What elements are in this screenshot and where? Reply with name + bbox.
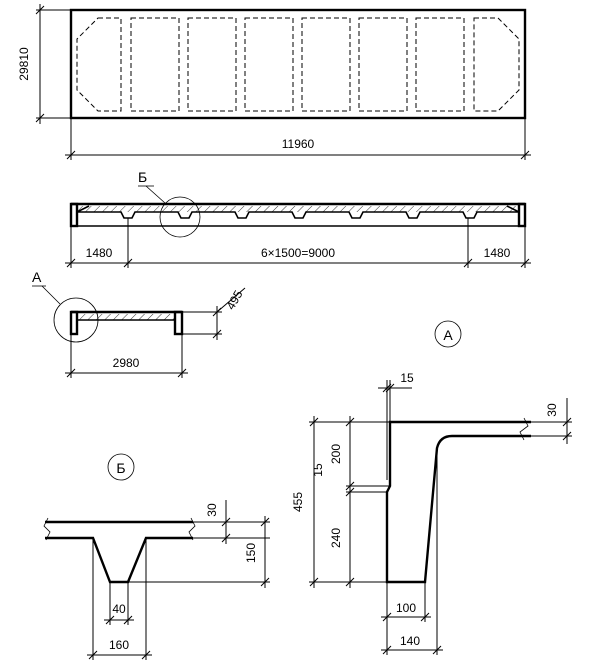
detail-b-rib-top-label: 160 bbox=[109, 638, 129, 652]
detail-a-top-label: 15 bbox=[400, 371, 414, 385]
detail-b-title: Б bbox=[116, 460, 125, 476]
dim-end-height: 495 bbox=[182, 288, 246, 340]
detail-b-marker bbox=[107, 453, 135, 481]
detail-a-total-label: 455 bbox=[291, 492, 305, 512]
plan-panel bbox=[187, 17, 237, 112]
end-height-label: 495 bbox=[223, 288, 245, 313]
detail-a-base-label: 140 bbox=[400, 634, 420, 648]
detail-a-bottom-label: 100 bbox=[396, 601, 416, 615]
dim-end-width: 2980 bbox=[65, 334, 188, 378]
detail-b-rib-bottom-label: 40 bbox=[112, 602, 126, 616]
section-end-left-label: 1480 bbox=[86, 246, 113, 260]
plan-panels bbox=[76, 17, 520, 112]
callout-leader-a bbox=[41, 285, 61, 305]
cross-rib-left bbox=[69, 310, 79, 336]
callout-a-label: А bbox=[32, 269, 42, 285]
detail-a: А 455 200 15 240 15 30 bbox=[291, 320, 572, 655]
detail-a-step-label: 15 bbox=[311, 463, 325, 477]
break-mark bbox=[519, 417, 529, 441]
break-mark-left bbox=[43, 517, 51, 541]
plan-panel bbox=[473, 17, 520, 112]
plan-panel bbox=[358, 17, 408, 112]
longitudinal-section: Б 1480 6×1500=9000 1480 bbox=[65, 169, 531, 268]
slab-hatch bbox=[77, 206, 519, 212]
plan-panel bbox=[244, 17, 294, 112]
detail-a-upper-label: 200 bbox=[329, 444, 343, 464]
dim-plan-length: 11960 bbox=[65, 118, 531, 160]
detail-b-flange-label: 30 bbox=[205, 503, 219, 517]
detail-a-marker bbox=[434, 320, 462, 348]
detail-a-title: А bbox=[443, 327, 453, 343]
detail-b-rib-profile bbox=[45, 536, 193, 584]
cross-rib-right bbox=[173, 310, 184, 336]
plan-view: 29810 11960 bbox=[17, 4, 531, 160]
detail-a-lower-label: 240 bbox=[329, 528, 343, 548]
detail-b: Б 30 150 40 160 bbox=[43, 453, 270, 660]
plan-width-label: 29810 bbox=[17, 47, 31, 81]
section-end-right-label: 1480 bbox=[484, 246, 511, 260]
dim-plan-width: 29810 bbox=[17, 4, 71, 124]
plan-panel bbox=[415, 17, 465, 112]
callout-b-label: Б bbox=[138, 169, 147, 185]
dim-section-chain: 1480 6×1500=9000 1480 bbox=[65, 218, 531, 268]
end-rib-right bbox=[517, 202, 527, 228]
detail-a-profile bbox=[385, 420, 531, 584]
callout-leader-b bbox=[145, 185, 166, 204]
callout-circle-a bbox=[53, 297, 99, 343]
plan-outline bbox=[69, 8, 527, 120]
section-middle-label: 6×1500=9000 bbox=[261, 246, 335, 260]
end-rib-left bbox=[69, 202, 79, 228]
cross-section: А 2980 495 bbox=[32, 269, 246, 378]
plan-panel bbox=[130, 17, 180, 112]
callout-circle-b bbox=[159, 196, 201, 238]
end-width-label: 2980 bbox=[113, 356, 140, 370]
plan-panel bbox=[76, 17, 122, 112]
slab-bottom-ribs bbox=[76, 205, 520, 219]
detail-a-flange-label: 30 bbox=[545, 403, 559, 417]
plan-panel bbox=[301, 17, 351, 112]
detail-b-rib-height-label: 150 bbox=[244, 543, 258, 563]
plan-length-label: 11960 bbox=[282, 137, 315, 151]
